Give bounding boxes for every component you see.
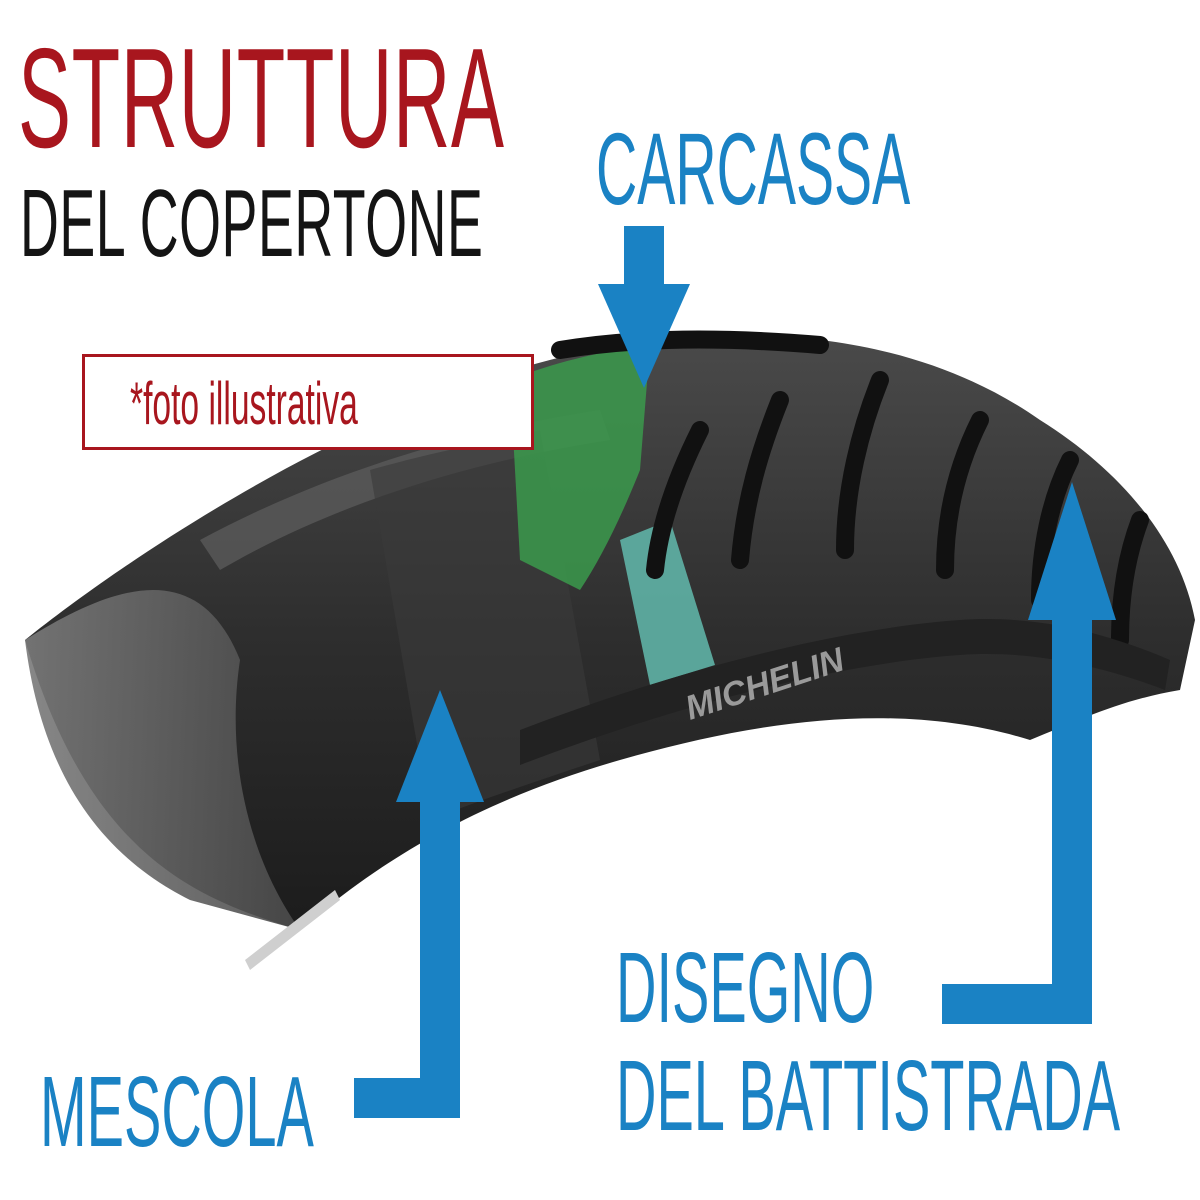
carcassa-label: CARCASSA: [596, 112, 911, 226]
tread-pattern-label-line-2: DEL BATTISTRADA: [616, 1040, 1121, 1152]
tread-pattern-label-line-1: DISEGNO: [616, 932, 875, 1044]
tread-grooves: [551, 330, 1149, 649]
carcassa-arrow-shaft: [624, 226, 664, 288]
disegno-arrow-elbow: [942, 984, 1092, 1024]
bead-wire: [245, 890, 340, 970]
title-line-2: DEL COPERTONE: [20, 170, 484, 277]
carcassa-arrow-head: [598, 284, 690, 388]
disegno-arrow-shaft: [1052, 616, 1092, 1024]
title-line-1: STRUTTURA: [18, 19, 505, 178]
mescola-arrow-head: [396, 690, 484, 802]
illustrative-photo-note: *foto illustrativa: [130, 370, 358, 437]
mescola-arrow-elbow: [354, 1078, 460, 1118]
carcass-layer-green: [510, 345, 650, 590]
tire-body: [25, 335, 1195, 930]
disegno-arrow-head: [1028, 482, 1116, 620]
note-box: [82, 354, 534, 450]
arrows: [354, 226, 1116, 1118]
sidewall-band: [520, 619, 1170, 765]
mescola-arrow-shaft: [420, 800, 460, 1100]
carcass-layer-teal: [620, 520, 715, 685]
compound-label: MESCOLA: [40, 1056, 314, 1168]
inner-casing: [25, 590, 300, 930]
